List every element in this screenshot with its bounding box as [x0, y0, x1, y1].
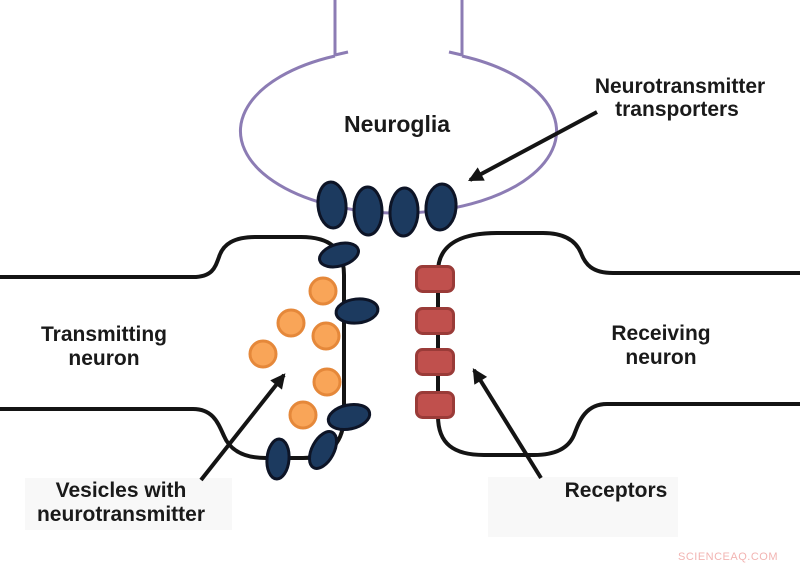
- transmitting-neuron-outline: [0, 235, 346, 460]
- vesicle-icon: [312, 367, 342, 397]
- membrane-protein-icon: [318, 241, 360, 269]
- vesicles-label-backdrop: [25, 478, 232, 530]
- vesicles-group: [248, 276, 342, 430]
- transporters-arrow: [468, 110, 598, 182]
- membrane-protein-icon: [326, 402, 372, 432]
- neurotransmitter-transporters-group: [316, 180, 458, 238]
- membrane-protein-icon: [307, 430, 339, 470]
- vesicles-arrow: [199, 373, 286, 482]
- neuroglia-label: Neuroglia: [344, 111, 450, 137]
- receptor-icon: [415, 307, 455, 335]
- vesicle-icon: [248, 339, 278, 369]
- transmitting-neuron-label-line1: Transmitting: [41, 323, 167, 346]
- vesicle-icon: [311, 321, 341, 351]
- receptors-arrow: [472, 368, 543, 480]
- neurotransmitter-transporter-icon: [316, 180, 348, 230]
- receptors-label: Receptors: [565, 479, 668, 502]
- receptors-label-backdrop: [488, 477, 678, 537]
- neurotransmitter-transporter-icon: [424, 182, 458, 232]
- neurotransmitter-transporter-icon: [388, 186, 420, 238]
- transmitting-neuron-label-line2: neuron: [68, 347, 139, 370]
- neuroglia-stem-left-tick: [334, 50, 349, 57]
- membrane-protein-icon: [334, 297, 380, 325]
- receptors-group: [415, 265, 455, 419]
- receptor-icon: [415, 348, 455, 376]
- receiving-neuron-label-line2: neuron: [625, 346, 696, 369]
- vesicles-label-line1: Vesicles with: [56, 479, 187, 502]
- receptor-icon: [415, 391, 455, 419]
- membrane-protein-icon: [265, 437, 291, 481]
- vesicle-icon: [308, 276, 338, 306]
- membrane-proteins-group: [265, 241, 380, 481]
- watermark-text: SCIENCEAQ.COM: [678, 551, 778, 563]
- vesicles-label-line2: neurotransmitter: [37, 503, 205, 526]
- transporters-label-line1: Neurotransmitter: [595, 75, 765, 98]
- receiving-neuron-label-line1: Receiving: [611, 322, 710, 345]
- vesicle-icon: [276, 308, 306, 338]
- neurotransmitter-transporter-icon: [352, 185, 384, 237]
- receptor-icon: [415, 265, 455, 293]
- neuroglia-cell: [239, 0, 558, 215]
- vesicle-icon: [288, 400, 318, 430]
- transporters-label-line2: transporters: [615, 98, 739, 121]
- neuroglia-stem-right-tick: [448, 50, 463, 57]
